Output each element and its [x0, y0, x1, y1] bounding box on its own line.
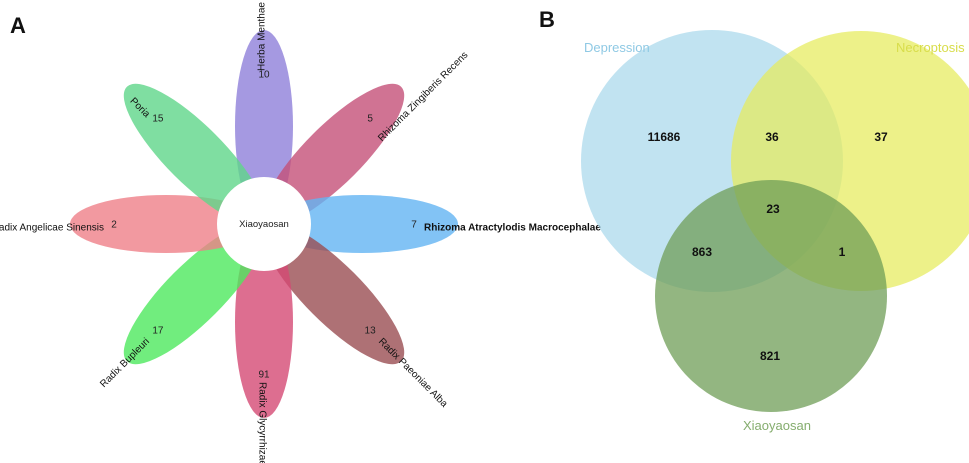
center-circle	[217, 177, 311, 271]
panel-b-letter: B	[539, 7, 555, 32]
petal-count: 10	[258, 70, 270, 81]
petal-label: Herba Menthae	[257, 2, 268, 71]
set-label-xiaoyaosan: Xiaoyaosan	[743, 418, 811, 433]
center-label: Xiaoyaosan	[239, 219, 289, 230]
petal-count: 7	[411, 220, 417, 231]
set-label-depression: Depression	[584, 40, 650, 55]
petal	[123, 222, 266, 365]
petal-label: Radix Paeoniae Alba	[376, 336, 450, 410]
petal-count: 5	[367, 113, 373, 124]
petal-count: 17	[152, 326, 164, 337]
petal-group	[70, 30, 458, 418]
petal-count: 15	[152, 113, 164, 124]
petal-label: Rhizoma Atractylodis Macrocephalae	[424, 223, 601, 234]
count-necroptosis-xiaoyaosan: 1	[839, 245, 846, 259]
petal-count-group: 10 5 7 13 91 17 2 15	[111, 70, 417, 381]
petal	[123, 83, 266, 226]
petal-count: 13	[365, 326, 377, 337]
panel-a-letter: A	[10, 13, 26, 38]
petal	[262, 222, 405, 365]
petal-label: Radix Angelicae Sinensis	[0, 223, 104, 234]
count-xiaoyaosan-only: 821	[760, 349, 780, 363]
count-depression-only: 11686	[648, 130, 681, 144]
petal-count: 91	[258, 370, 270, 381]
set-label-necroptosis: Necroptosis	[896, 40, 965, 55]
petal-label: Radix Glycyrrhizae	[256, 382, 267, 463]
petal	[235, 226, 293, 418]
count-necroptosis-only: 37	[874, 130, 888, 144]
count-depression-xiaoyaosan: 863	[692, 245, 712, 259]
count-all-three: 23	[766, 202, 780, 216]
venn-circle-xiaoyaosan	[655, 180, 887, 412]
petal	[266, 195, 458, 253]
venn-diagram: B Depression Necroptosis Xiaoyaosan 1168…	[539, 7, 969, 433]
flower-diagram: A Xiaoyaosan 10 5 7 13 91 17 2 15 Herba Menthae…	[0, 2, 601, 463]
petal-count: 2	[111, 220, 117, 231]
petal	[235, 30, 293, 222]
petal	[70, 195, 262, 253]
count-depression-necroptosis: 36	[765, 130, 779, 144]
petal	[262, 83, 405, 226]
